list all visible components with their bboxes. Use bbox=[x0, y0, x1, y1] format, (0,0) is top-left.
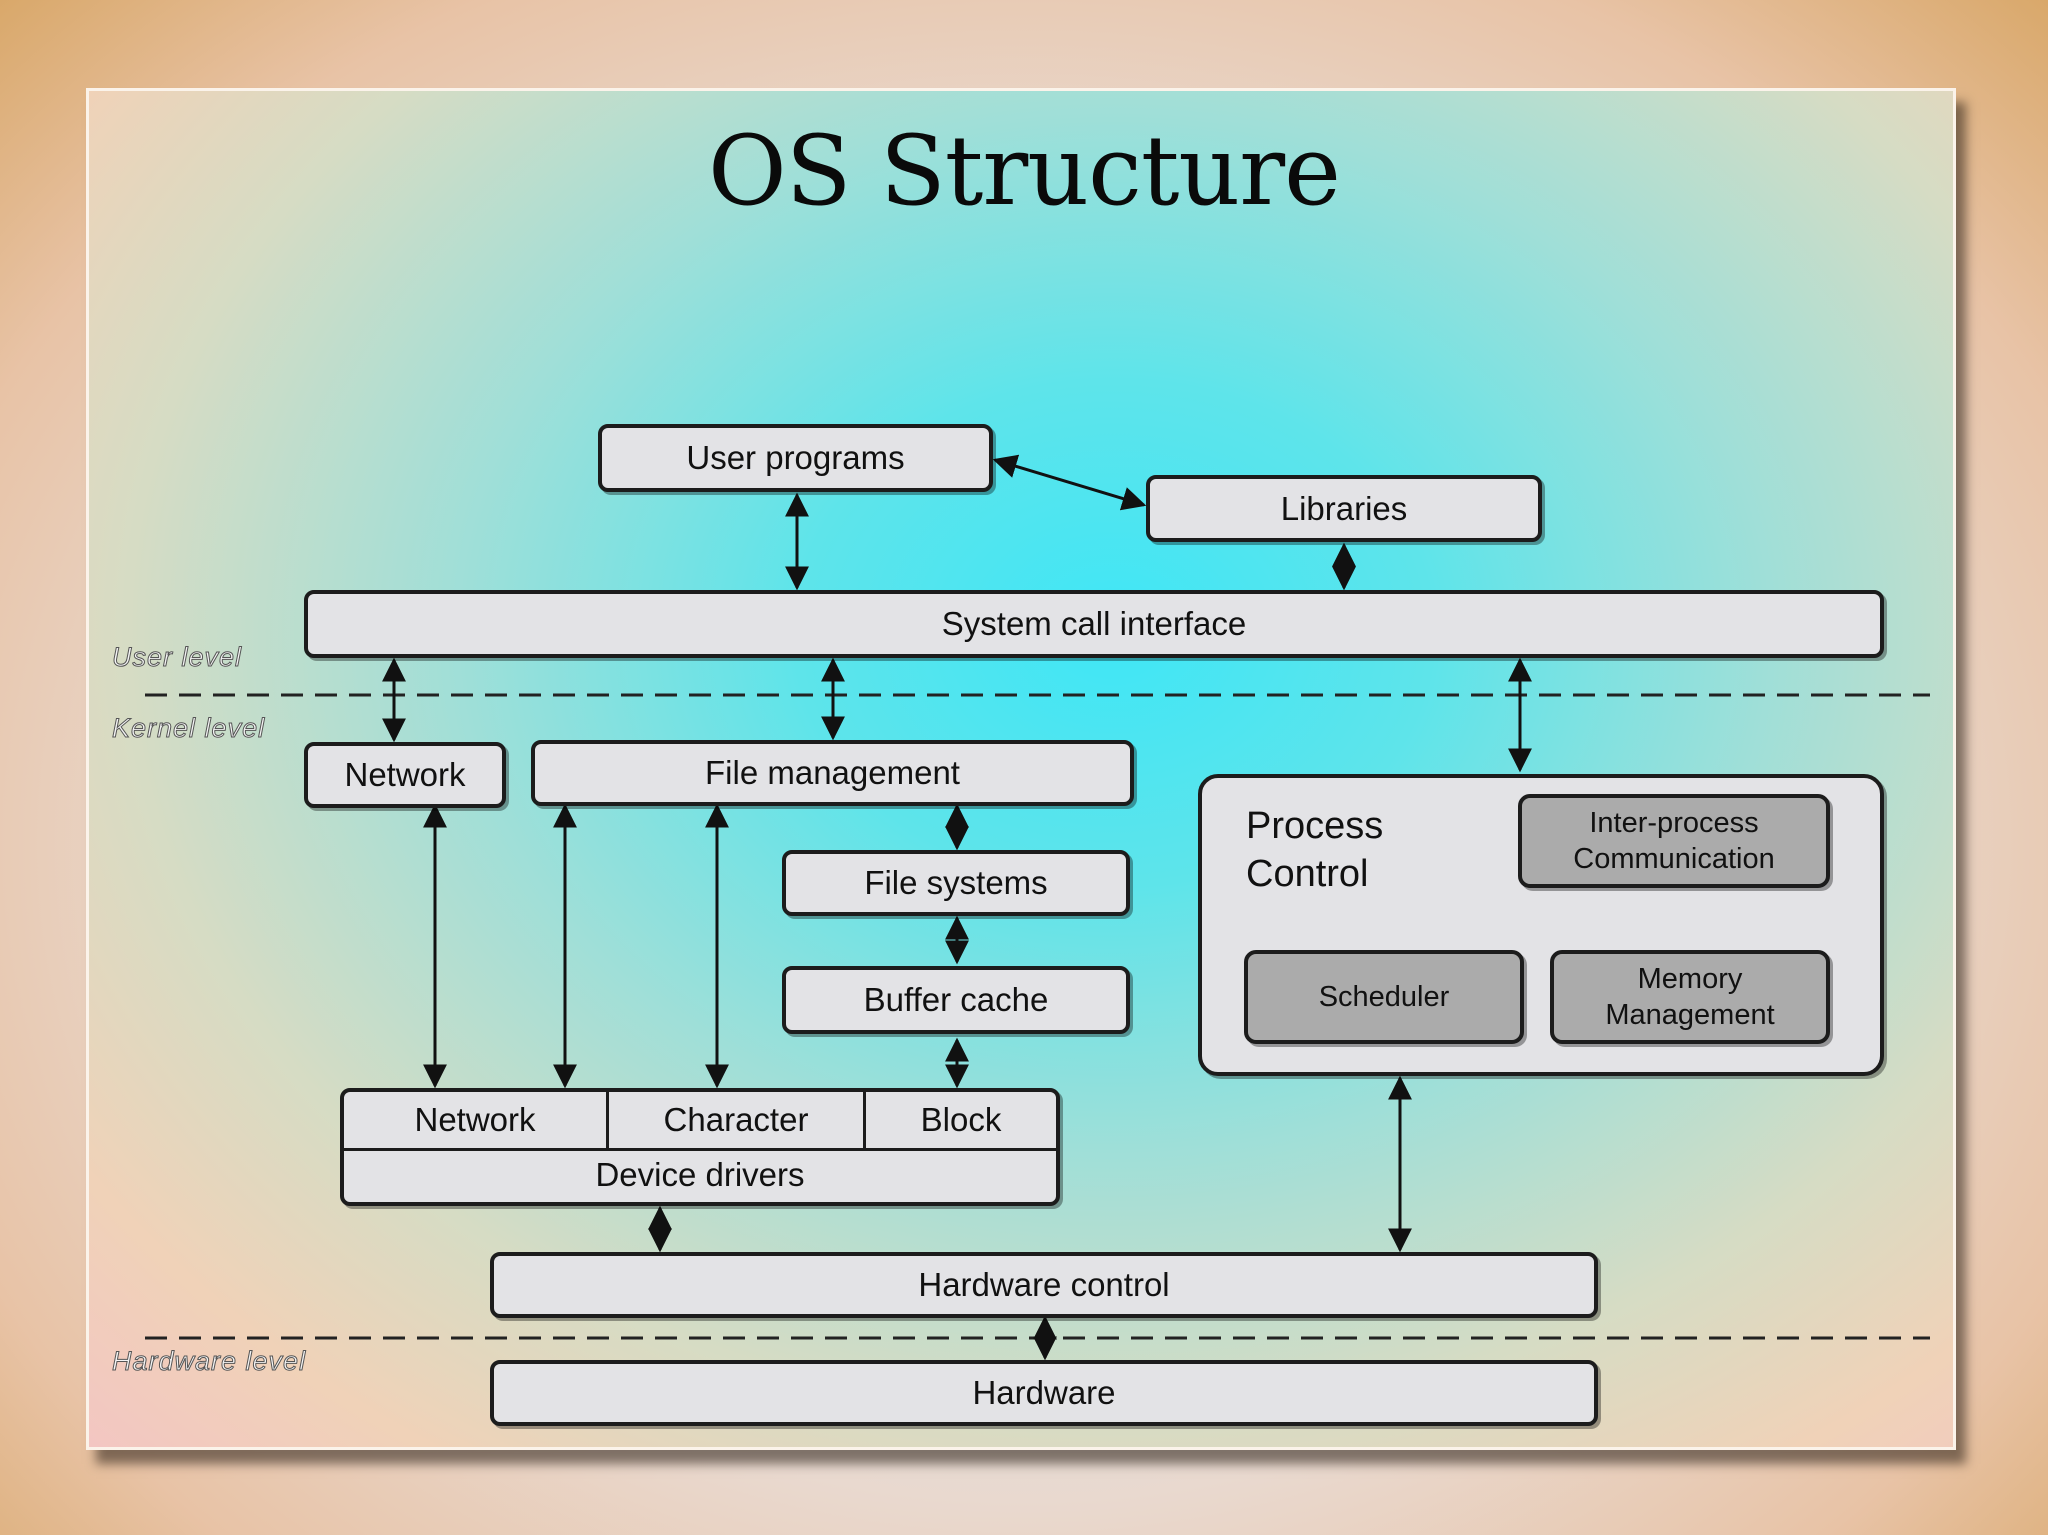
process-control-label: Process Control bbox=[1246, 805, 1384, 895]
kernel-level-label: Kernel level bbox=[111, 713, 266, 744]
device-drivers-label: Device drivers bbox=[595, 1156, 805, 1193]
scheduler-box: Scheduler bbox=[1244, 950, 1524, 1044]
dd-character-cell: Character bbox=[609, 1092, 866, 1151]
network-box: Network bbox=[304, 742, 506, 808]
memory-management-box: Memory Management bbox=[1550, 950, 1830, 1044]
hardware-box: Hardware bbox=[490, 1360, 1598, 1426]
hardware-level-label: Hardware level bbox=[111, 1346, 307, 1377]
dd-block-cell: Block bbox=[866, 1092, 1056, 1151]
dd-network-cell: Network bbox=[344, 1092, 609, 1151]
libraries-box: Libraries bbox=[1146, 475, 1542, 542]
user-level-label: User level bbox=[111, 642, 243, 673]
slide-title: OS Structure bbox=[708, 115, 1341, 227]
arrow-user-programs-libraries bbox=[992, 454, 1147, 511]
file-systems-box: File systems bbox=[782, 850, 1130, 916]
system-call-interface-box: System call interface bbox=[304, 590, 1884, 658]
buffer-cache-box: Buffer cache bbox=[782, 966, 1130, 1034]
inter-process-communication-box: Inter-process Communication bbox=[1518, 794, 1830, 888]
user-programs-box: User programs bbox=[598, 424, 993, 492]
file-management-box: File management bbox=[531, 740, 1134, 806]
hardware-control-box: Hardware control bbox=[490, 1252, 1598, 1318]
device-drivers-box: Network Character Block Device drivers bbox=[340, 1088, 1060, 1206]
